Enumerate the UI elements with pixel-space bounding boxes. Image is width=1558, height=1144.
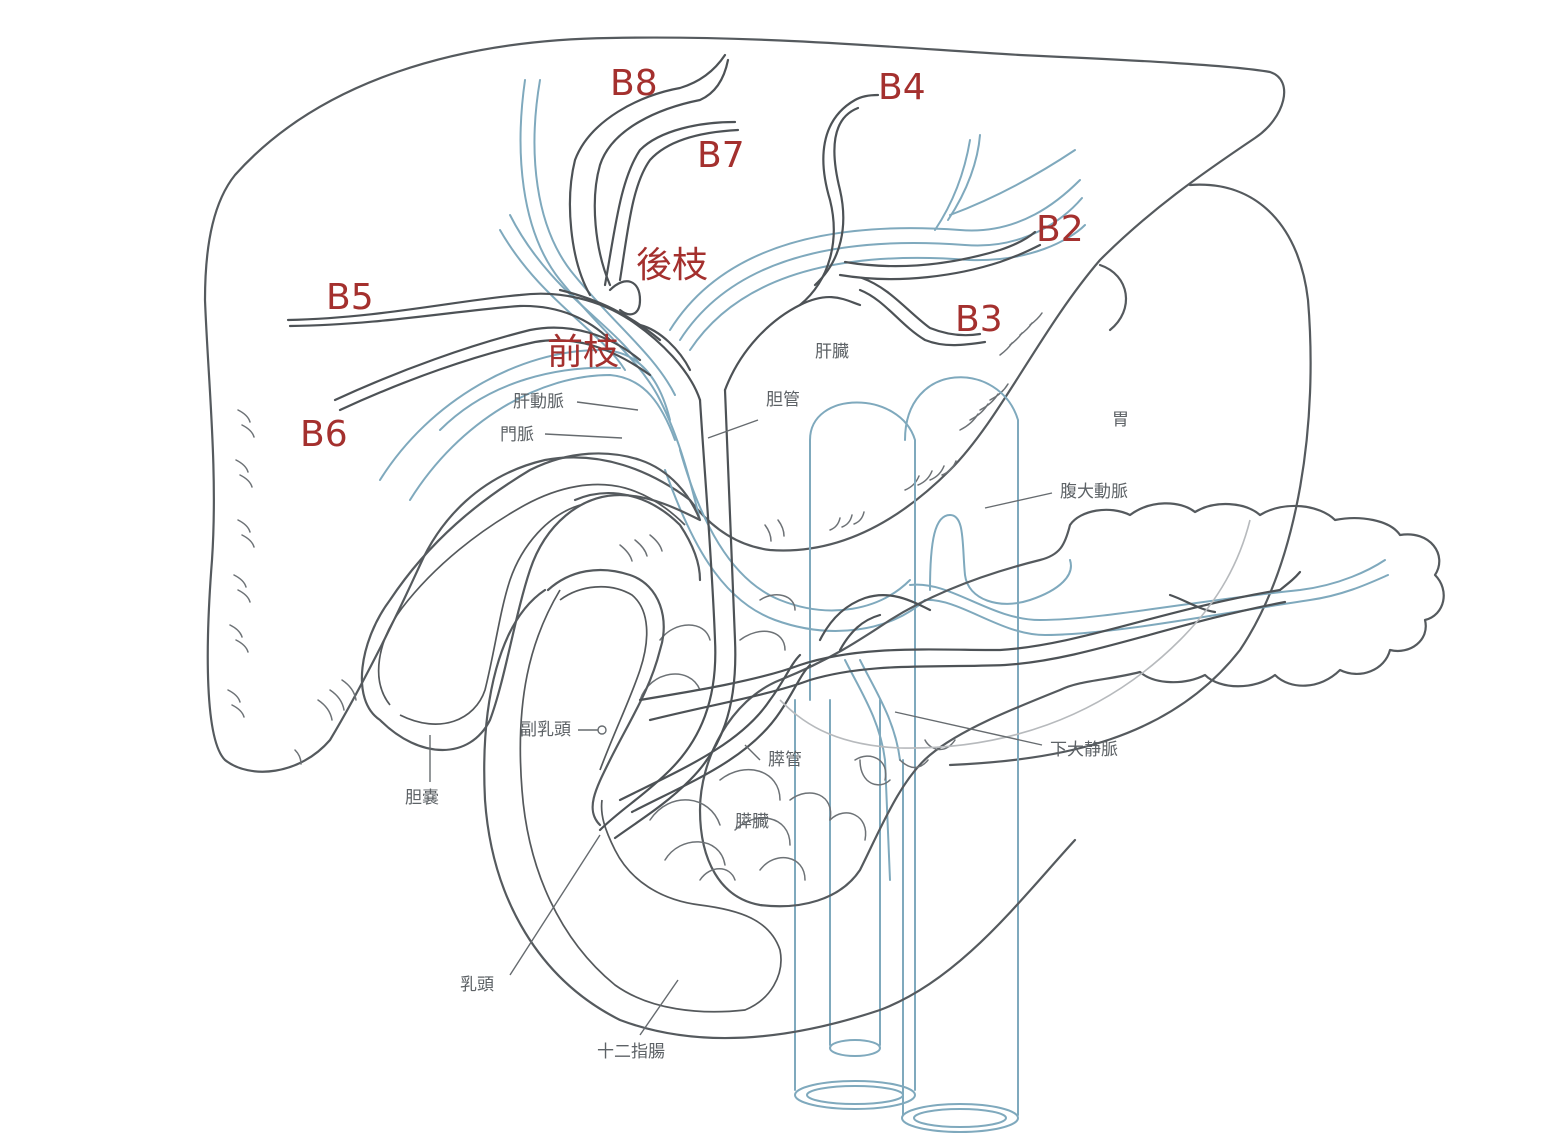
- label-liver: 肝臓: [815, 342, 849, 362]
- pancreas-lobules: [639, 594, 956, 881]
- liver-hatches: [227, 312, 1043, 765]
- leader-lines: [429, 401, 1053, 1036]
- label-stomach: 胃: [1112, 410, 1129, 430]
- stomach-outline: [948, 183, 1312, 767]
- duodenum-upper: [546, 568, 665, 827]
- label-b4: B4: [878, 67, 926, 108]
- duodenum-upper-inner: [559, 585, 648, 771]
- great-vessels: [794, 376, 1072, 1133]
- stomach-ghost-contour: [779, 519, 1251, 749]
- gallbladder-inner: [377, 483, 686, 706]
- label-abdominal-aorta: 腹大動脈: [1060, 482, 1128, 502]
- label-b6: B6: [300, 414, 348, 455]
- duodenum-outline: [483, 588, 1077, 1040]
- portal-vein-tree: [379, 79, 1389, 636]
- liver-outline: [203, 36, 1286, 773]
- label-pancreatic-duct: 膵管: [768, 750, 802, 770]
- label-b7: B7: [697, 135, 745, 176]
- stomach-fold: [1098, 263, 1128, 332]
- label-accessory-papilla: 副乳頭: [520, 720, 571, 740]
- label-hepatic-artery: 肝動脈: [513, 392, 564, 412]
- label-inferior-vena-cava: 下大静脈: [1050, 740, 1118, 760]
- label-b3: B3: [955, 299, 1003, 340]
- gallbladder-inner2: [399, 504, 581, 725]
- label-gallbladder: 胆嚢: [405, 788, 439, 808]
- label-papilla: 乳頭: [460, 975, 494, 995]
- label-anterior-branch: 前枝: [547, 332, 620, 373]
- label-b5: B5: [326, 277, 374, 318]
- label-pancreas: 膵臓: [735, 812, 769, 832]
- label-bile-duct: 胆管: [766, 390, 800, 410]
- label-b8: B8: [610, 63, 658, 104]
- label-portal-vein: 門脈: [500, 425, 534, 445]
- label-duodenum: 十二指腸: [597, 1042, 665, 1062]
- label-b2: B2: [1036, 209, 1084, 250]
- duodenum-inner: [519, 589, 782, 1013]
- label-posterior-branch: 後枝: [636, 245, 709, 286]
- gallbladder-outline: [360, 452, 702, 751]
- cystic-duct: [573, 492, 702, 582]
- biliary-tree: [286, 53, 1302, 840]
